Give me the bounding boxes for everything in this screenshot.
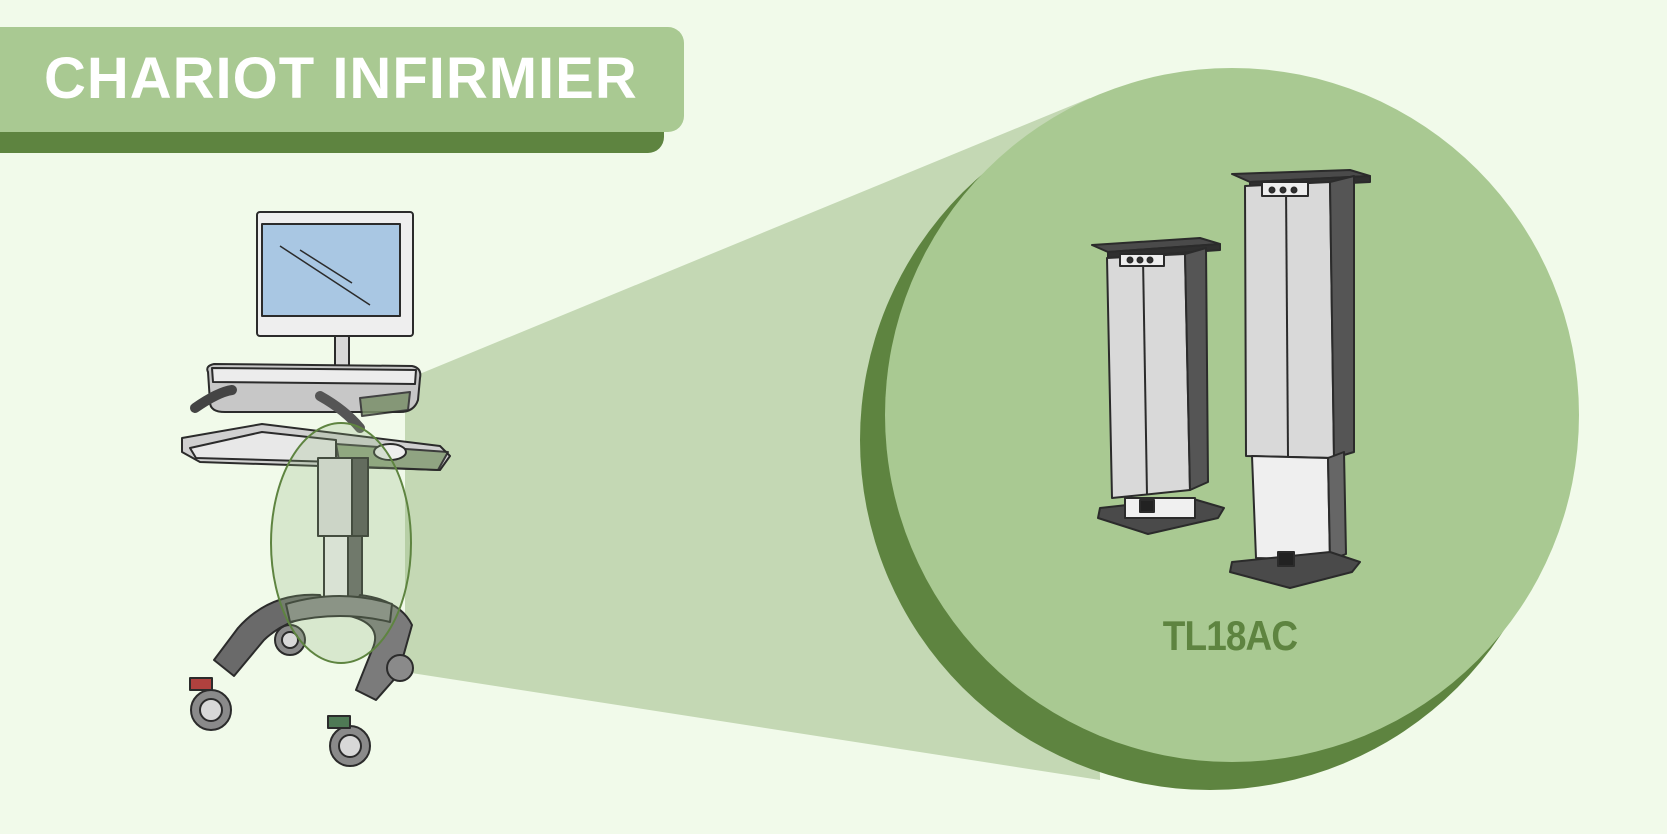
- zoom-highlight-ellipse: [270, 422, 412, 664]
- product-zoom-circle: [860, 68, 1579, 790]
- product-name: TL18AC: [1162, 612, 1298, 659]
- medical-cart-illustration: [181, 211, 451, 767]
- lifting-column-tall: [1229, 169, 1371, 589]
- monitor: [256, 211, 414, 369]
- title-banner: [0, 27, 684, 132]
- caster-wheels: [189, 624, 414, 767]
- page-title: CHARIOT INFIRMIER: [44, 46, 638, 111]
- lifting-column-short: [1091, 237, 1225, 535]
